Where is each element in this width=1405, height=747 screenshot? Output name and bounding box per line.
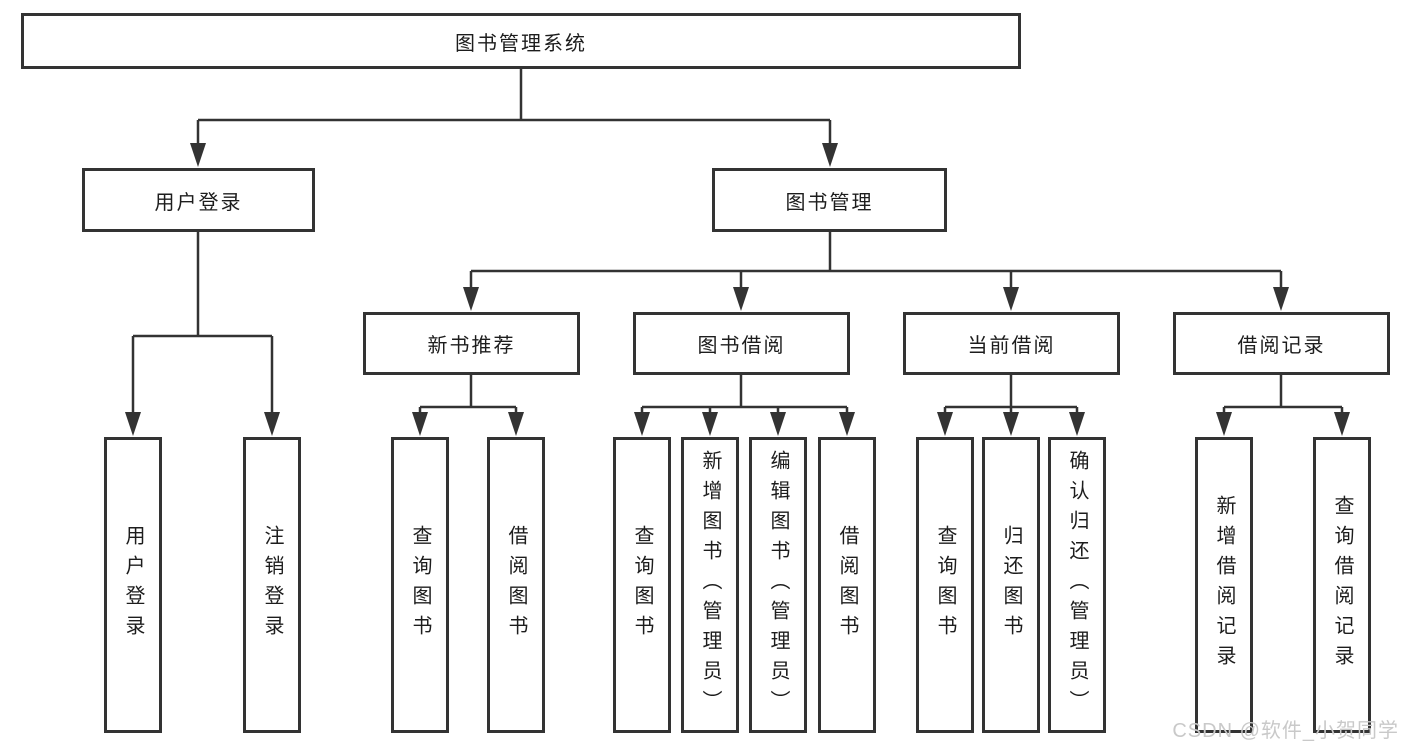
leaf-query-books-recommend-label: 查询图书 — [409, 525, 431, 645]
leaf-query-books-borrowing-label: 查询图书 — [631, 525, 653, 645]
node-library-management-system: 图书管理系统 — [21, 13, 1021, 69]
leaf-query-borrow-record: 查询借阅记录 — [1313, 437, 1371, 733]
leaf-query-books-recommend: 查询图书 — [391, 437, 449, 733]
leaf-query-books-borrowing: 查询图书 — [613, 437, 671, 733]
arrowhead-icons — [125, 143, 1350, 436]
watermark-csdn: CSDN @软件_小贺同学 — [1172, 720, 1399, 742]
leaf-borrow-books-recommend: 借阅图书 — [487, 437, 545, 733]
leaf-logout-label: 注销登录 — [261, 525, 283, 645]
leaf-edit-books-admin-label: 编辑图书（管理员） — [767, 450, 789, 720]
node-book-borrowing: 图书借阅 — [633, 312, 850, 375]
leaf-borrow-books-borrowing-label: 借阅图书 — [836, 525, 858, 645]
leaf-add-books-admin: 新增图书（管理员） — [681, 437, 739, 733]
leaf-borrow-books-borrowing: 借阅图书 — [818, 437, 876, 733]
leaf-user-login-label: 用户登录 — [122, 525, 144, 645]
leaf-return-books-label: 归还图书 — [1000, 525, 1022, 645]
node-new-book-recommendation: 新书推荐 — [363, 312, 580, 375]
leaf-user-login: 用户登录 — [104, 437, 162, 733]
leaf-borrow-books-recommend-label: 借阅图书 — [505, 525, 527, 645]
leaf-confirm-return-admin: 确认归还（管理员） — [1048, 437, 1106, 733]
leaf-return-books: 归还图书 — [982, 437, 1040, 733]
leaf-add-borrow-record: 新增借阅记录 — [1195, 437, 1253, 733]
node-current-borrowing: 当前借阅 — [903, 312, 1120, 375]
node-book-management: 图书管理 — [712, 168, 947, 232]
leaf-confirm-return-admin-label: 确认归还（管理员） — [1066, 450, 1088, 720]
node-user-login: 用户登录 — [82, 168, 315, 232]
node-borrowing-records: 借阅记录 — [1173, 312, 1390, 375]
tree-edges — [131, 69, 1344, 414]
leaf-query-books-current-label: 查询图书 — [934, 525, 956, 645]
leaf-logout: 注销登录 — [243, 437, 301, 733]
leaf-add-books-admin-label: 新增图书（管理员） — [699, 450, 721, 720]
leaf-query-borrow-record-label: 查询借阅记录 — [1331, 495, 1353, 675]
leaf-query-books-current: 查询图书 — [916, 437, 974, 733]
leaf-edit-books-admin: 编辑图书（管理员） — [749, 437, 807, 733]
leaf-add-borrow-record-label: 新增借阅记录 — [1213, 495, 1235, 675]
